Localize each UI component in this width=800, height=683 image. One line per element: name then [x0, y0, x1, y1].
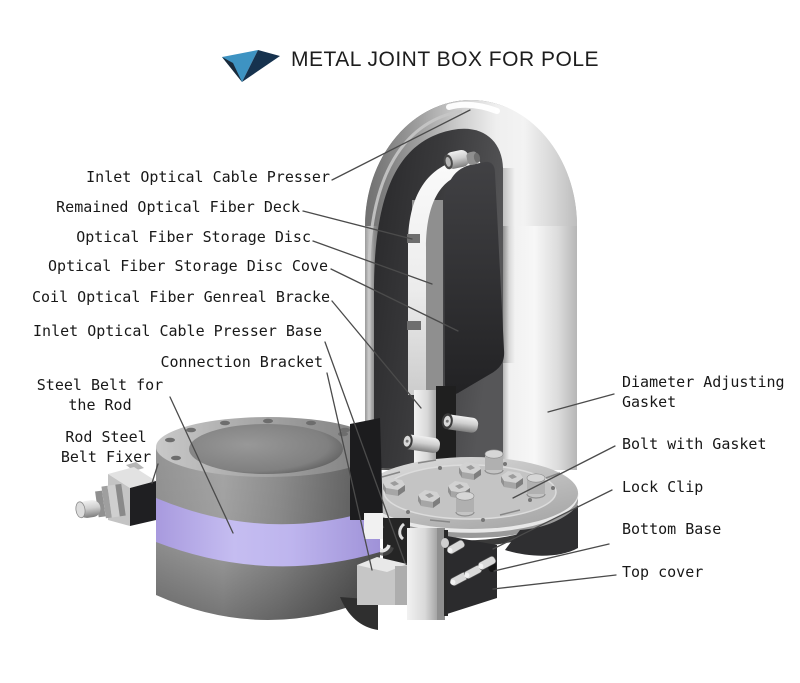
cylinder-bore	[189, 424, 343, 474]
support-column-upper	[414, 390, 436, 478]
remained-fiber-deck	[407, 158, 481, 395]
part-label-optical-fiber-storage-disc: Optical Fiber Storage Disc	[76, 228, 311, 246]
dome-top-highlight	[446, 101, 500, 114]
bottom-bracket	[383, 518, 498, 620]
brand-logo-icon	[222, 50, 280, 82]
plate-slots	[381, 459, 561, 523]
part-label-remained-optical-fiber-deck: Remained Optical Fiber Deck	[56, 198, 300, 216]
part-label-inlet-optical-cable-presser: Inlet Optical Cable Presser	[86, 168, 330, 186]
part-label-connection-bracket: Connection Bracket	[160, 353, 323, 371]
leader-lines	[151, 109, 617, 590]
part-label-diameter-adjusting-gasket: Diameter Adjusting Gasket	[622, 373, 785, 411]
part-label-inlet-optical-cable-presser-base: Inlet Optical Cable Presser Base	[33, 322, 322, 340]
part-label-bottom-base: Bottom Base	[622, 520, 722, 538]
part-label-optical-fiber-storage-disc-cover: Optical Fiber Storage Disc Cove	[48, 257, 328, 275]
page-title: METAL JOINT BOX FOR POLE	[291, 48, 599, 71]
coil-bracket-slot	[436, 386, 456, 478]
base-plate	[363, 449, 579, 538]
part-label-lock-clip: Lock Clip	[622, 478, 704, 496]
part-label-bolt-with-gasket: Bolt with Gasket	[622, 435, 767, 453]
part-label-steel-belt-for-the-rod: Steel Belt for the Rod	[36, 376, 164, 414]
plate-right-shadow	[505, 505, 578, 556]
steel-belt	[156, 498, 380, 567]
inlet-cable-presser-pin-top	[443, 150, 481, 170]
fiber-storage-disc-cover	[444, 161, 505, 395]
fixing-rod	[75, 483, 126, 519]
part-label-top-cover: Top cover	[622, 563, 704, 581]
part-label-rod-steel-belt-fixer: Rod Steel Belt Fixer	[60, 428, 152, 466]
part-label-coil-optical-fiber-general-bracket: Coil Optical Fiber Genreal Bracke	[31, 288, 330, 306]
inlet-cable-presser-pins	[401, 413, 479, 453]
